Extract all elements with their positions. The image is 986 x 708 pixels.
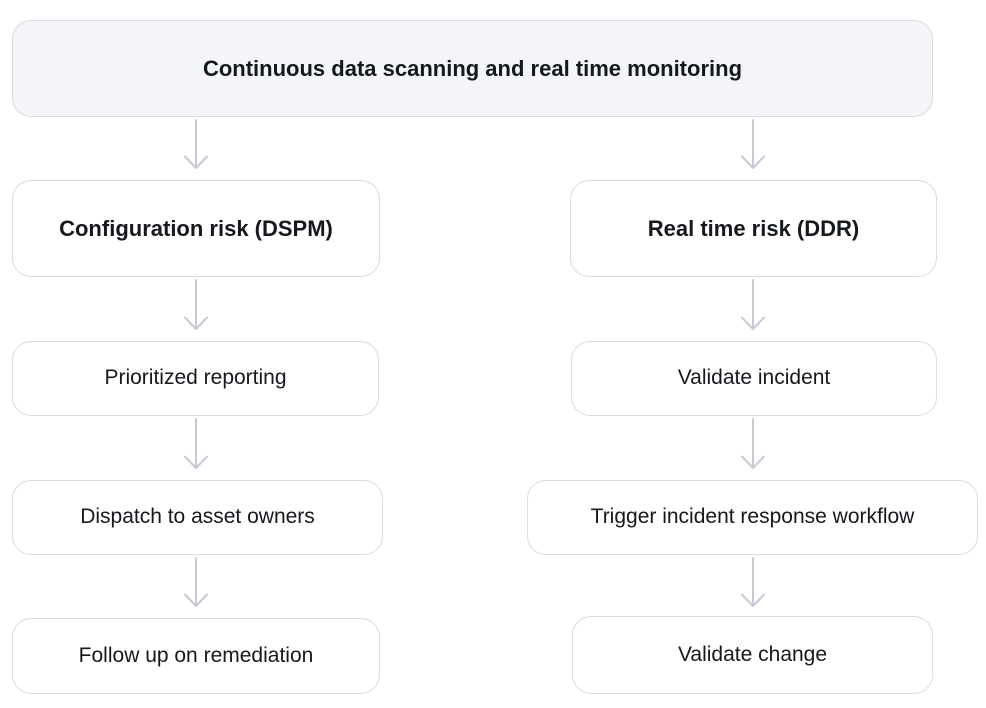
node-dspm-step-prioritized-reporting: Prioritized reporting <box>12 341 379 416</box>
arrow-dspm-to-step1 <box>184 279 208 330</box>
node-label: Dispatch to asset owners <box>80 505 315 529</box>
arrow-root-to-dspm <box>184 119 208 169</box>
node-label: Trigger incident response workflow <box>590 505 915 529</box>
arrow-step2-to-step3 <box>184 557 208 607</box>
node-ddr-step-validate-change: Validate change <box>572 616 933 694</box>
node-dspm-header-label: Configuration risk (DSPM) <box>59 215 333 241</box>
arrow-ddr-to-step1 <box>741 279 765 330</box>
arrow-step1-to-step2 <box>184 418 208 469</box>
node-label: Follow up on remediation <box>78 643 314 667</box>
node-dspm-header: Configuration risk (DSPM) <box>12 180 380 277</box>
arrow-root-to-ddr <box>741 119 765 169</box>
node-dspm-step-follow-up-on-remediation: Follow up on remediation <box>12 618 380 694</box>
node-label: Validate change <box>677 642 828 666</box>
arrow-step1-to-step2-right <box>741 418 765 469</box>
node-ddr-step-trigger-incident-response-workflow: Trigger incident response workflow <box>527 480 978 555</box>
node-root-label: Continuous data scanning and real time m… <box>202 55 743 81</box>
node-dspm-step-dispatch-to-asset-owners: Dispatch to asset owners <box>12 480 383 555</box>
node-label: Prioritized reporting <box>104 366 287 390</box>
node-root: Continuous data scanning and real time m… <box>12 20 933 117</box>
node-ddr-header: Real time risk (DDR) <box>570 180 937 277</box>
node-label: Validate incident <box>677 366 831 390</box>
node-ddr-step-validate-incident: Validate incident <box>571 341 937 416</box>
node-ddr-header-label: Real time risk (DDR) <box>647 215 860 241</box>
arrow-step2-to-step3-right <box>741 557 765 607</box>
